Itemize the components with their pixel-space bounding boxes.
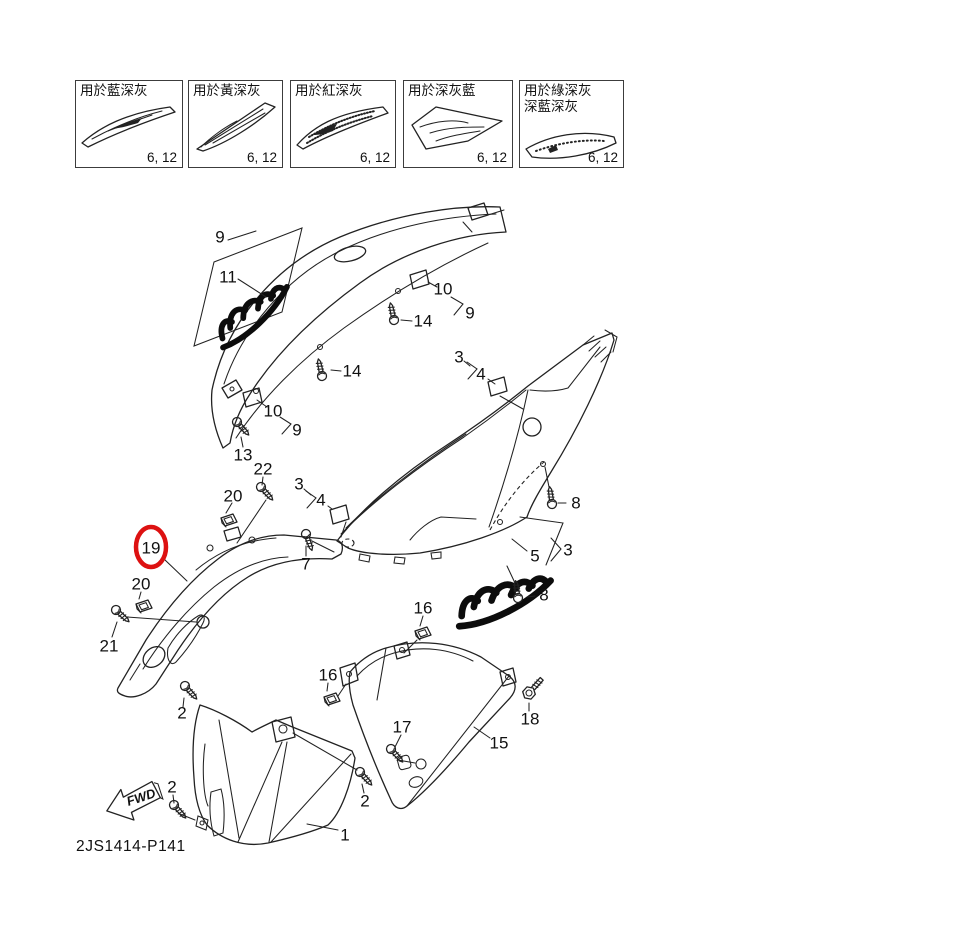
callout-20[interactable]: 20	[132, 575, 151, 594]
screw-22	[253, 479, 277, 504]
callout-4[interactable]: 4	[316, 491, 325, 510]
legend-ref: 6, 12	[146, 150, 177, 165]
callout-15[interactable]: 15	[490, 734, 509, 753]
legend-title: 用於藍深灰	[80, 83, 148, 98]
part-front-panel	[192, 704, 356, 846]
legend-title: 用於綠深灰深藍深灰	[524, 83, 592, 114]
callout-16[interactable]: 16	[414, 599, 433, 618]
callout-21[interactable]: 21	[100, 637, 119, 656]
legend-box-2: 用於黃深灰 6, 12	[188, 80, 283, 168]
legend-title: 用於紅深灰	[295, 83, 363, 98]
screw-14b	[313, 357, 328, 382]
callout-19[interactable]: 19	[142, 539, 161, 558]
callout-10[interactable]: 10	[434, 280, 453, 299]
screw-2c	[352, 764, 376, 789]
callout-18[interactable]: 18	[521, 710, 540, 729]
callout-14[interactable]: 14	[414, 312, 433, 331]
callout-9[interactable]: 9	[465, 304, 474, 323]
fwd-arrow: FWD	[106, 780, 164, 821]
part-top-cover	[193, 202, 507, 449]
decal-art	[525, 132, 617, 159]
screw-21	[108, 602, 133, 626]
part-side-cover-right	[336, 329, 618, 630]
figure-code: 2JS1414-P141	[76, 838, 186, 855]
callout-2[interactable]: 2	[360, 792, 369, 811]
callout-22[interactable]: 22	[254, 460, 273, 479]
callout-16[interactable]: 16	[319, 666, 338, 685]
clip-20b	[135, 599, 153, 614]
bolt-18	[522, 676, 544, 700]
decal-art	[196, 102, 276, 152]
legend-box-4: 用於深灰藍 6, 12	[403, 80, 513, 168]
callout-3[interactable]: 3	[294, 475, 303, 494]
part-stay-bracket	[116, 526, 343, 698]
clip-20a	[220, 513, 238, 528]
callout-5[interactable]: 5	[530, 547, 539, 566]
callout-4[interactable]: 4	[476, 365, 485, 384]
screw-14a	[385, 301, 400, 326]
decal-art	[296, 106, 389, 150]
pad-4a	[487, 376, 508, 397]
callout-11[interactable]: 11	[219, 268, 237, 287]
callout-7[interactable]: 7	[301, 555, 310, 574]
callout-3[interactable]: 3	[563, 541, 572, 560]
legend-ref: 6, 12	[476, 150, 507, 165]
callout-13[interactable]: 13	[234, 446, 253, 465]
screw-7	[299, 527, 317, 553]
legend-title: 用於深灰藍	[408, 83, 476, 98]
legend-box-1: 用於藍深灰 6, 12	[75, 80, 183, 168]
part-side-panel-lower	[339, 641, 517, 810]
callout-20[interactable]: 20	[224, 487, 243, 506]
callout-1[interactable]: 1	[340, 826, 349, 845]
decal-art	[411, 106, 503, 150]
callout-9[interactable]: 9	[215, 228, 224, 247]
pad-4b	[329, 504, 350, 525]
clip-16b	[323, 692, 341, 707]
highlight-circle	[133, 524, 169, 570]
decal-art	[81, 106, 176, 148]
callout-3[interactable]: 3	[454, 348, 463, 367]
callout-17[interactable]: 17	[393, 718, 412, 737]
pad-10a	[409, 269, 430, 290]
clip-16a	[414, 626, 432, 641]
callout-8[interactable]: 8	[539, 586, 548, 605]
legend-ref: 6, 12	[587, 150, 618, 165]
callout-2[interactable]: 2	[167, 778, 176, 797]
legend-box-5: 用於綠深灰深藍深灰 6, 12	[519, 80, 624, 168]
legend-box-3: 用於紅深灰 6, 12	[290, 80, 396, 168]
screw-2a	[177, 678, 201, 703]
callout-9[interactable]: 9	[292, 421, 301, 440]
legend-title: 用於黃深灰	[193, 83, 261, 98]
leader-lines	[111, 230, 567, 831]
callout-2[interactable]: 2	[177, 704, 186, 723]
callout-14[interactable]: 14	[343, 362, 362, 381]
callout-8[interactable]: 8	[571, 494, 580, 513]
screws-and-clips	[108, 269, 558, 822]
screw-8a	[544, 485, 558, 510]
legend-ref: 6, 12	[359, 150, 390, 165]
screw-2b	[166, 797, 190, 822]
callout-10[interactable]: 10	[264, 402, 283, 421]
fwd-label: FWD	[125, 785, 158, 809]
legend-ref: 6, 12	[246, 150, 277, 165]
